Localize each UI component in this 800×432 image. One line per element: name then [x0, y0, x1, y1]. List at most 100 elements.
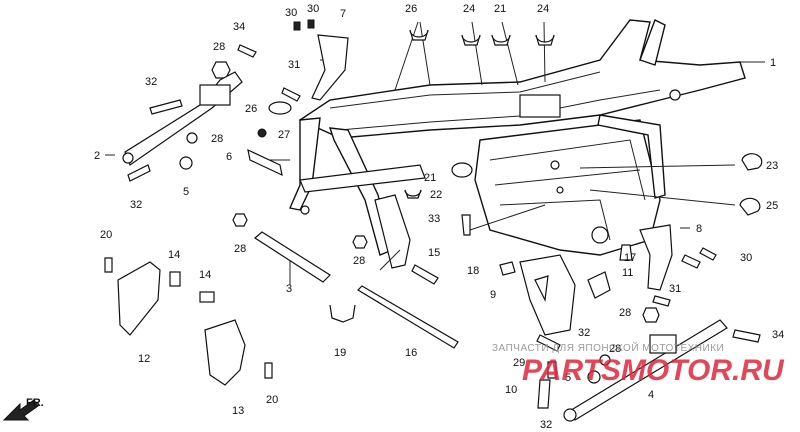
callout-5-left: 5	[183, 186, 189, 198]
callout-20-b: 20	[266, 394, 278, 406]
callout-16: 16	[405, 347, 417, 359]
collar-28-left	[186, 132, 198, 144]
callout-17: 17	[624, 252, 636, 264]
bolt-30a	[293, 21, 301, 31]
callout-34-top: 34	[233, 21, 245, 33]
callout-28-mid: 28	[234, 243, 246, 255]
bolt-34-top	[237, 44, 257, 58]
callout-31-top: 31	[288, 59, 300, 71]
callout-24-right: 24	[537, 3, 549, 15]
bolt-30b	[307, 19, 315, 29]
callout-labels: 1 2 3 4 5 5 6 7 8 9 10 11 12 13 14 14 15…	[94, 3, 784, 431]
bracket-9	[519, 254, 576, 336]
cover-13	[204, 319, 246, 386]
nut-28-right	[642, 307, 660, 323]
bolt-32a	[149, 99, 183, 115]
bolt-27	[257, 128, 267, 138]
callout-25: 25	[766, 200, 778, 212]
callout-30-top-b: 30	[307, 3, 319, 15]
cover-12	[117, 261, 161, 336]
main-frame	[289, 19, 746, 269]
callout-34-right: 34	[772, 329, 784, 341]
front-direction-label: FR.	[26, 397, 44, 409]
bolt-33	[461, 214, 471, 236]
callout-8: 8	[696, 223, 702, 235]
callout-33: 33	[428, 213, 440, 225]
bolt-31-right	[652, 295, 671, 307]
bolt-17	[619, 244, 633, 261]
nut-28-mid	[232, 213, 248, 227]
callout-12: 12	[138, 353, 150, 365]
callout-5-right: 5	[565, 372, 571, 384]
bolt-20b	[264, 362, 273, 379]
bolt-31-top	[281, 87, 301, 102]
bolt-30-right-b	[699, 247, 717, 261]
callout-14-b: 14	[199, 269, 211, 281]
callout-1: 1	[770, 57, 776, 69]
clip-19	[329, 304, 356, 323]
clamp-23	[741, 153, 763, 171]
callout-14-a: 14	[168, 249, 180, 261]
callout-32-bottom: 32	[540, 419, 552, 431]
watermark: ЗАПЧАСТИ ДЛЯ ЯПОНСКОЙ МОТОТЕХНИКИ PARTSM…	[492, 341, 785, 387]
bolt-20a	[104, 257, 113, 273]
callout-20-a: 20	[100, 229, 112, 241]
collar-5-right	[587, 370, 601, 384]
callout-13: 13	[232, 405, 244, 417]
callout-30-top-a: 30	[285, 7, 297, 19]
rod-3	[253, 231, 331, 283]
clamp-21-mid	[451, 162, 473, 178]
callout-15: 15	[428, 247, 440, 259]
callout-29: 29	[513, 357, 525, 369]
callout-9: 9	[490, 289, 496, 301]
watermark-caption: ЗАПЧАСТИ ДЛЯ ЯПОНСКОЙ МОТОТЕХНИКИ	[492, 341, 724, 354]
callout-11: 11	[622, 267, 633, 279]
callout-32-upper: 32	[145, 76, 157, 88]
callout-32-mid: 32	[578, 327, 590, 339]
bolt-22	[404, 189, 422, 199]
bracket-8	[639, 224, 673, 291]
callout-21-top: 21	[494, 3, 506, 15]
bolt-32b	[127, 164, 151, 182]
callout-28-bottom: 28	[609, 343, 621, 355]
clamp-25	[739, 197, 761, 216]
clamp-24-right	[535, 34, 555, 46]
collar-28-bottom	[599, 354, 611, 366]
bolt-16	[357, 285, 459, 349]
callout-10: 10	[505, 384, 517, 396]
callout-18: 18	[467, 265, 479, 277]
callout-23: 23	[766, 160, 778, 172]
callout-7: 7	[340, 8, 346, 20]
bolt-15	[411, 264, 439, 285]
callout-28-left: 28	[211, 133, 223, 145]
bolt-10	[537, 379, 551, 409]
bolt-34-right	[732, 329, 761, 343]
bolt-29	[547, 361, 557, 379]
clamp-21-top	[491, 34, 511, 46]
bolt-30-right-a	[681, 254, 701, 269]
clamp-26-mid	[268, 101, 292, 115]
callout-4: 4	[648, 389, 654, 401]
callout-28-low: 28	[353, 255, 365, 267]
clamp-26-top	[409, 29, 429, 41]
front-arrow-icon	[2, 399, 39, 421]
callout-21-mid: 21	[424, 172, 436, 184]
bracket-7	[311, 34, 349, 101]
rubber-14b	[199, 291, 215, 303]
nut-28-low	[352, 235, 368, 249]
clamp-24-left	[461, 34, 481, 46]
callout-24-left: 24	[463, 3, 475, 15]
callout-27: 27	[278, 129, 290, 141]
callout-28-top: 28	[213, 41, 225, 53]
callout-28-right: 28	[619, 307, 631, 319]
rubber-14a	[169, 271, 181, 287]
bolt-32-right	[536, 334, 561, 352]
plate-6	[247, 148, 283, 177]
callout-26-mid: 26	[245, 103, 257, 115]
callout-2: 2	[94, 150, 100, 162]
callout-6: 6	[226, 151, 232, 163]
callout-31-right: 31	[669, 283, 681, 295]
callout-19: 19	[334, 347, 346, 359]
collar-5-left	[179, 156, 193, 170]
callout-3: 3	[286, 283, 292, 295]
